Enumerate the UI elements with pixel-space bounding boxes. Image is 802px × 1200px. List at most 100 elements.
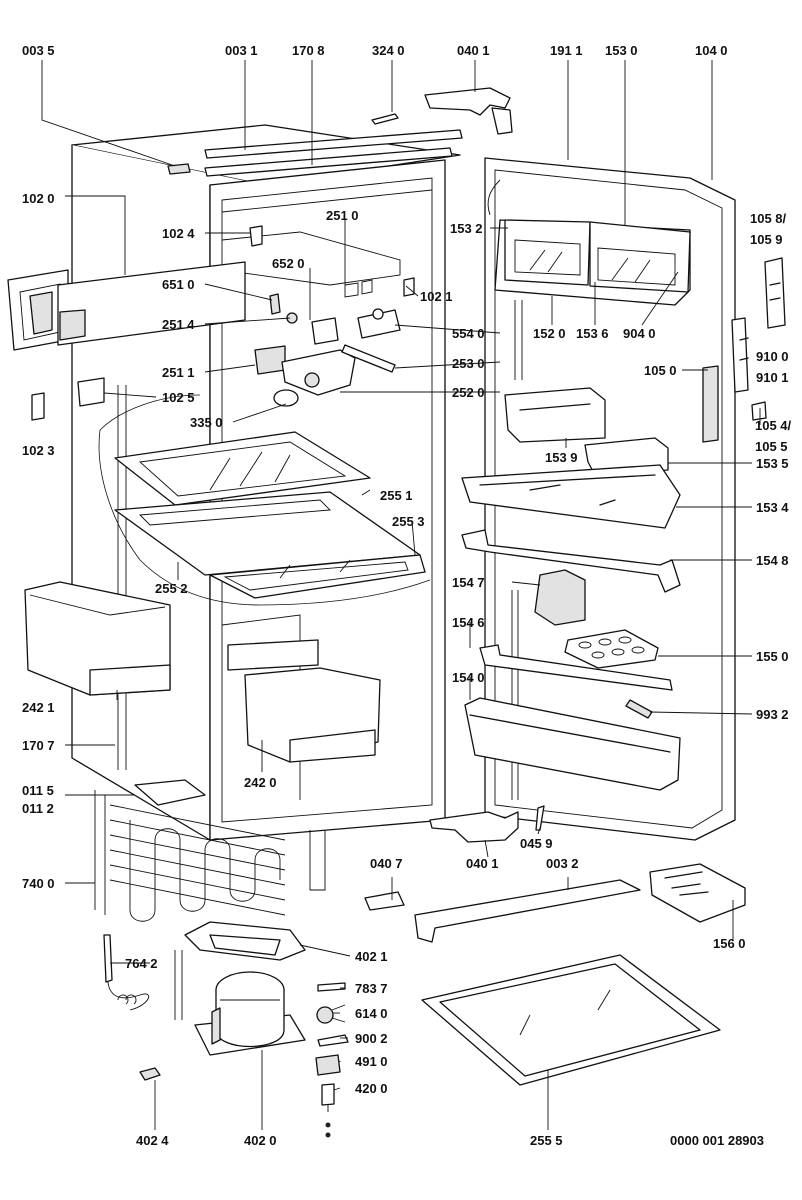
egg-tray-1550: [564, 629, 659, 669]
label-1058: 105 8/: [750, 211, 787, 226]
label-1059: 105 9: [750, 232, 783, 247]
condenser: [94, 790, 286, 922]
label-1020: 102 0: [22, 191, 55, 206]
label-1534: 153 4: [756, 500, 789, 515]
label-2420: 242 0: [244, 775, 277, 790]
glass-shelf-2555: [421, 954, 721, 1086]
part-labels: 003 5 003 1 170 8 324 0 040 1 191 1 153 …: [22, 43, 792, 1148]
label-3350: 335 0: [190, 415, 223, 430]
glass-shelf-2555-glint: [519, 989, 611, 1036]
glass-shelves: [114, 431, 426, 599]
label-1547: 154 7: [452, 575, 485, 590]
label-1708: 170 8: [292, 43, 325, 58]
door-shelf-1534: [461, 464, 681, 529]
temperature-sensor-7642: [103, 934, 150, 1011]
label-1540: 154 0: [452, 670, 485, 685]
label-2514: 251 4: [162, 317, 195, 332]
label-6510: 651 0: [162, 277, 195, 292]
label-7837: 783 7: [355, 981, 388, 996]
crisper-drawer-2420: [227, 639, 381, 763]
rear-bracket-0115: [134, 779, 206, 806]
label-1560: 156 0: [713, 936, 746, 951]
door-hinge-bracket: [731, 317, 749, 393]
footer-code: 0000 001 28903: [670, 1133, 764, 1148]
label-2510: 251 0: [326, 208, 359, 223]
label-1911: 191 1: [550, 43, 583, 58]
bottle-retainer-1548: [461, 529, 681, 593]
part-1058: [764, 257, 786, 329]
label-0031: 003 1: [225, 43, 258, 58]
label-1707: 170 7: [22, 738, 55, 753]
label-6140: 614 0: [355, 1006, 388, 1021]
label-1535: 153 5: [756, 456, 789, 471]
electrical-parts: [315, 982, 349, 1138]
label-2530: 253 0: [452, 356, 485, 371]
label-0401-bottom: 040 1: [466, 856, 499, 871]
label-1050: 105 0: [644, 363, 677, 378]
top-trim-strips: [167, 113, 463, 177]
label-9100: 910 0: [756, 349, 789, 364]
label-2552: 255 2: [155, 581, 188, 596]
label-1532: 153 2: [450, 221, 483, 236]
label-2520: 252 0: [452, 385, 485, 400]
label-1040: 104 0: [695, 43, 728, 58]
label-1025: 102 5: [162, 390, 195, 405]
label-5540: 554 0: [452, 326, 485, 341]
trim-strip-0032: [414, 879, 641, 943]
label-2511: 251 1: [162, 365, 195, 380]
label-9101: 910 1: [756, 370, 789, 385]
label-0407: 040 7: [370, 856, 403, 871]
label-1539: 153 9: [545, 450, 578, 465]
label-0112: 011 2: [22, 801, 54, 816]
label-2421: 242 1: [22, 700, 55, 715]
clip-4024: [139, 1067, 161, 1081]
label-1550: 155 0: [756, 649, 789, 664]
label-1530: 153 0: [605, 43, 638, 58]
label-1548: 154 8: [756, 553, 789, 568]
label-9002: 900 2: [355, 1031, 388, 1046]
label-2555: 255 5: [530, 1133, 563, 1148]
label-4021: 402 1: [355, 949, 388, 964]
label-4200: 420 0: [355, 1081, 388, 1096]
egg-tray-cups: [578, 636, 645, 659]
butter-tray-1539: [504, 387, 606, 443]
part-9932: [625, 699, 653, 719]
label-0459: 045 9: [520, 836, 553, 851]
bottom-hinge-0401: [429, 811, 519, 843]
hinge-pin-1023: [31, 392, 45, 421]
label-1536: 153 6: [576, 326, 609, 341]
part-1021: [403, 277, 415, 297]
egg-holder-1547: [534, 569, 586, 626]
label-0401-top: 040 1: [457, 43, 490, 58]
label-4024: 402 4: [136, 1133, 169, 1148]
thermostat-assembly: [254, 279, 401, 407]
bottle-shelf-1540: [464, 697, 681, 791]
label-6520: 652 0: [272, 256, 305, 271]
top-hinge: [424, 87, 513, 135]
ice-tray-1560: [649, 863, 746, 923]
label-7400: 740 0: [22, 876, 55, 891]
label-4910: 491 0: [355, 1054, 388, 1069]
compressor: [174, 950, 306, 1056]
label-2551: 255 1: [380, 488, 413, 503]
label-0035: 003 5: [22, 43, 55, 58]
label-1054: 105 4/: [755, 418, 792, 433]
label-4020: 402 0: [244, 1133, 277, 1148]
part-1025: [77, 377, 105, 407]
label-1023: 102 3: [22, 443, 55, 458]
part-0407: [364, 891, 405, 911]
lamp-cover-1024: [249, 225, 263, 247]
freezer-compartment-door: [57, 261, 246, 346]
label-0115: 011 5: [22, 783, 54, 798]
label-9932: 993 2: [756, 707, 789, 722]
label-1055: 105 5: [755, 439, 788, 454]
label-1520: 152 0: [533, 326, 566, 341]
leader-lines: [41, 60, 761, 1130]
label-1021: 102 1: [420, 289, 453, 304]
compressor-bracket-4021: [184, 921, 306, 961]
label-1024: 102 4: [162, 226, 195, 241]
part-1054: [751, 401, 767, 421]
pin-0459: [535, 805, 545, 831]
label-9040: 904 0: [623, 326, 656, 341]
